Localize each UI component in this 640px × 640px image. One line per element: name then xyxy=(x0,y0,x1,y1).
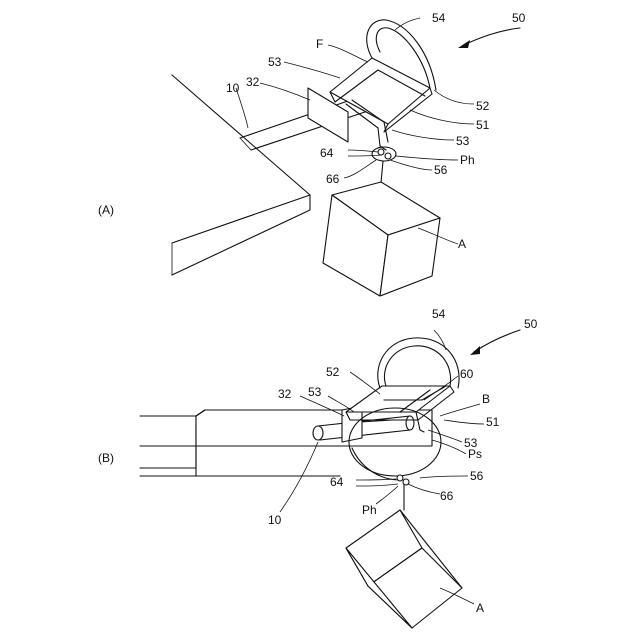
label-Ph-a: Ph xyxy=(460,153,475,167)
label-A-b: A xyxy=(476,601,484,615)
label-51-a: 51 xyxy=(476,118,490,132)
label-B-b: B xyxy=(482,392,490,406)
panel-a: 50 54 F 53 32 10 52 51 53 64 Ph 66 56 A … xyxy=(98,11,526,296)
panel-b: 54 50 52 60 32 53 B 51 53 Ps 56 64 66 Ph… xyxy=(98,307,538,628)
shelf-slab-a xyxy=(172,75,310,275)
label-54-a: 54 xyxy=(432,11,446,25)
label-10-a: 10 xyxy=(226,81,240,95)
label-52-b: 52 xyxy=(326,365,340,379)
label-50-b: 50 xyxy=(524,317,538,331)
label-10-b: 10 xyxy=(268,513,282,527)
object-a-cube-b xyxy=(346,510,462,628)
label-54-b: 54 xyxy=(432,307,446,321)
label-64-b: 64 xyxy=(330,475,344,489)
label-F-a: F xyxy=(316,37,323,51)
label-51-b: 51 xyxy=(486,415,500,429)
label-50-a: 50 xyxy=(512,11,526,25)
label-56-a: 56 xyxy=(434,163,448,177)
panel-label-b: (B) xyxy=(98,451,114,465)
label-53-left-b: 53 xyxy=(308,385,322,399)
label-A-a: A xyxy=(458,237,466,251)
label-53-top-a: 53 xyxy=(268,55,282,69)
hook-ph-b xyxy=(397,475,409,510)
label-Ph-b: Ph xyxy=(362,503,377,517)
label-32-b: 32 xyxy=(278,387,292,401)
string-a xyxy=(381,161,383,183)
label-66-a: 66 xyxy=(326,172,340,186)
label-60-b: 60 xyxy=(460,367,474,381)
label-53-bottom-a: 53 xyxy=(456,134,470,148)
label-66-b: 66 xyxy=(440,489,454,503)
label-64-a: 64 xyxy=(320,146,334,160)
label-52-a: 52 xyxy=(476,99,490,113)
arrow-50-a xyxy=(458,28,520,48)
label-Ps-b: Ps xyxy=(468,447,482,461)
label-32-a: 32 xyxy=(246,75,260,89)
label-56-b: 56 xyxy=(470,469,484,483)
arrow-50-b xyxy=(470,330,520,355)
object-a-cube-a xyxy=(323,182,440,296)
panel-label-a: (A) xyxy=(98,203,114,217)
